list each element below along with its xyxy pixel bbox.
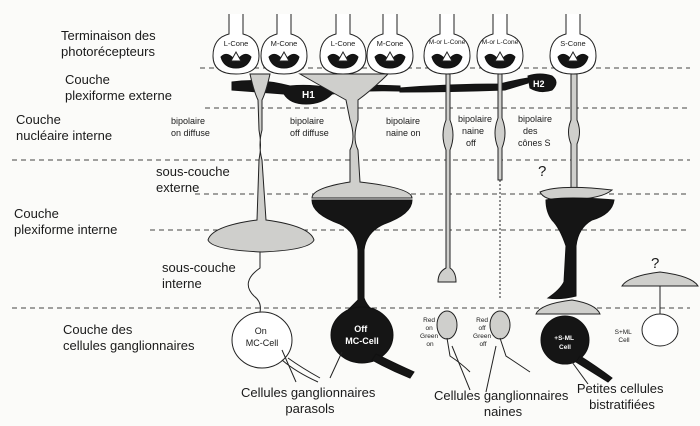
bipolar-off-diffuse <box>298 73 413 199</box>
h2-horizontal-cell <box>399 73 557 93</box>
label-s-ml-small: S+ML Cell <box>615 329 634 344</box>
cone-label: S-Cone <box>560 39 585 48</box>
label-bistratified-group: Petites cellules bistratifiées <box>577 381 667 412</box>
label-on-mc-cell: On MC-Cell <box>246 326 279 348</box>
ganglion-on-mc-cell <box>231 252 321 383</box>
label-inner-sublayer: sous-couche interne <box>162 260 239 291</box>
cone-label: M-or L-Cone <box>429 39 466 46</box>
bipolar-midget-on <box>437 73 457 283</box>
label-off-mc-cell: Off MC-Cell <box>345 324 379 346</box>
s-ml-dendrites <box>545 197 615 300</box>
ganglion-s-ml-cell <box>535 299 613 383</box>
label-bipolar-off-diffuse: bipolaire off diffuse <box>290 116 329 138</box>
label-red-on-green-on: Red on Green on <box>420 317 440 348</box>
label-bipolar-midget-on: bipolaire naine on <box>386 116 423 138</box>
label-bipolar-on-diffuse: bipolaire on diffuse <box>171 116 210 138</box>
bipolar-on-diffuse <box>207 73 315 253</box>
cone-label: L-Cone <box>331 39 356 48</box>
cone-row <box>212 14 597 75</box>
cone-pedicle <box>549 14 597 75</box>
unknown-mark: ? <box>651 255 659 272</box>
unknown-mark: ? <box>538 163 546 180</box>
label-inner-plexiform: Couche plexiforme interne <box>14 206 117 237</box>
ganglion-red-on-green-on <box>436 310 471 373</box>
label-red-off-green-off: Red off Green off <box>473 317 493 348</box>
label-outer-sublayer: sous-couche externe <box>156 164 233 195</box>
h1-label: H1 <box>302 90 315 101</box>
cone-label: L-Cone <box>224 39 249 48</box>
cone-pedicle <box>212 14 260 75</box>
ganglion-red-off-green-off <box>489 310 531 373</box>
label-outer-plexiform: Couche plexiforme externe <box>65 72 172 103</box>
label-s-ml-cell: +S-ML Cell <box>554 335 575 351</box>
label-ganglion-cells: Couche des cellules ganglionnaires <box>63 322 195 353</box>
label-photoreceptor-terminals: Terminaison des photorécepteurs <box>61 28 159 59</box>
cone-label: M-Cone <box>377 39 404 48</box>
ganglion-s-ml-small <box>621 271 699 347</box>
ganglion-off-mc-cell <box>330 306 415 379</box>
bipolar-s-cone <box>539 73 614 201</box>
label-inner-nuclear: Couche nucléaire interne <box>16 112 112 143</box>
h2-label: H2 <box>533 79 545 89</box>
label-bipolar-midget-off: bipolaire naine off <box>458 114 495 148</box>
off-mc-dendrites <box>311 199 413 311</box>
label-parasol-group: Cellules ganglionnaires parasols <box>241 385 379 416</box>
cone-pedicle <box>260 14 308 75</box>
bipolar-midget-off <box>494 73 506 300</box>
label-bipolar-s-cone: bipolaire des cônes S <box>518 114 555 148</box>
label-midget-group: Cellules ganglionnaires naines <box>434 388 572 419</box>
group-arrows <box>281 345 589 393</box>
cone-pedicle <box>366 14 414 75</box>
cone-label: M-or L-Cone <box>482 39 519 46</box>
cone-label: M-Cone <box>271 39 298 48</box>
